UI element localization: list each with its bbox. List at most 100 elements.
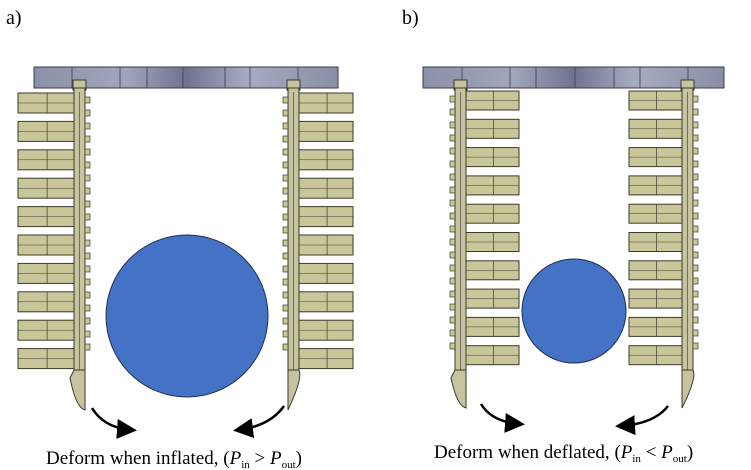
finger-tab xyxy=(449,238,456,246)
panel-b-p-out: P xyxy=(660,442,673,463)
finger-tab xyxy=(282,96,289,104)
finger-tab xyxy=(692,108,699,116)
panel-b-p-in: P xyxy=(620,442,633,463)
panel-b-grasped-object xyxy=(521,258,627,364)
panel-b-caption-close: ) xyxy=(687,442,693,463)
panel-a-p-out: P xyxy=(269,448,282,469)
finger-tab xyxy=(449,251,456,259)
finger-tab xyxy=(282,161,289,169)
finger-tab xyxy=(449,173,456,181)
panel-a-caption: Deform when inflated, (Pin > Pout) xyxy=(46,448,302,470)
finger-tab xyxy=(282,109,289,117)
finger-tab xyxy=(692,95,699,103)
panel-b-right-finger xyxy=(628,79,699,409)
panel-a-caption-close: ) xyxy=(296,448,302,469)
finger-tab xyxy=(282,239,289,247)
finger-tab xyxy=(84,148,91,156)
panel-a-right-finger xyxy=(282,79,354,411)
finger-tab xyxy=(282,304,289,312)
finger-tab xyxy=(84,252,91,260)
finger-tab xyxy=(282,252,289,260)
finger-tab xyxy=(692,238,699,246)
finger-tab xyxy=(84,161,91,169)
finger-tab xyxy=(282,200,289,208)
finger-tip xyxy=(69,369,86,411)
panel-a-sub-out: out xyxy=(282,459,296,470)
finger-tab xyxy=(449,264,456,272)
panel-a-relation-sign: > xyxy=(255,448,266,469)
panel-a-grasped-object xyxy=(105,234,269,398)
finger-tab xyxy=(282,330,289,338)
finger-tab xyxy=(692,199,699,207)
finger-tip xyxy=(681,369,695,409)
finger-tab xyxy=(692,147,699,155)
finger-tab xyxy=(282,291,289,299)
panel-a-right-arrow xyxy=(233,405,286,439)
finger-tab xyxy=(449,95,456,103)
panel-a-left-arrow xyxy=(90,407,137,439)
panel-a-left-finger xyxy=(17,79,91,411)
finger-tab xyxy=(84,317,91,325)
finger-tab xyxy=(449,303,456,311)
finger-tab xyxy=(449,199,456,207)
finger-tab xyxy=(84,174,91,182)
finger-tab xyxy=(692,329,699,337)
panel-a: a) Deform when inflated, (Pin > Pout) xyxy=(6,7,354,470)
finger-tab xyxy=(692,121,699,129)
panel-b-caption: Deform when deflated, (Pin < Pout) xyxy=(434,442,693,465)
finger-tab xyxy=(282,187,289,195)
finger-tab xyxy=(449,186,456,194)
finger-tab xyxy=(282,226,289,234)
finger-tab xyxy=(282,265,289,273)
finger-tab xyxy=(449,134,456,142)
panel-b-caption-open: ( xyxy=(614,442,620,463)
finger-tab xyxy=(692,212,699,220)
finger-tab xyxy=(692,264,699,272)
finger-tab xyxy=(282,317,289,325)
finger-tab xyxy=(282,174,289,182)
finger-tab xyxy=(449,342,456,350)
panel-b: b) Deform when deflated, (Pin < Pout) xyxy=(402,7,725,465)
finger-tab xyxy=(282,278,289,286)
finger-tab xyxy=(84,304,91,312)
finger-tab xyxy=(449,121,456,129)
finger-tab xyxy=(449,329,456,337)
finger-tab xyxy=(84,187,91,195)
panel-b-left-finger xyxy=(449,79,520,409)
finger-tab xyxy=(282,148,289,156)
panel-a-caption-open: ( xyxy=(223,448,229,469)
panel-a-label: a) xyxy=(6,7,22,29)
panel-b-caption-text: Deform when deflated, xyxy=(434,442,614,463)
finger-tab xyxy=(449,225,456,233)
mount-bar-body xyxy=(422,66,725,89)
finger-tab xyxy=(84,135,91,143)
finger-tab xyxy=(449,316,456,324)
finger-tab xyxy=(84,109,91,117)
finger-tab xyxy=(692,160,699,168)
finger-tab xyxy=(282,343,289,351)
finger-tab xyxy=(692,303,699,311)
finger-tab xyxy=(84,265,91,273)
finger-tab xyxy=(692,342,699,350)
finger-tab xyxy=(692,251,699,259)
mount-bar-body xyxy=(33,66,339,89)
panel-b-sub-out: out xyxy=(673,453,687,465)
finger-tab xyxy=(449,212,456,220)
panel-a-sub-in: in xyxy=(241,459,250,470)
finger-tab xyxy=(84,239,91,247)
finger-tip xyxy=(450,369,467,409)
finger-tab xyxy=(282,135,289,143)
panel-b-mount-bar xyxy=(422,66,725,89)
panel-b-right-arrow xyxy=(615,405,669,436)
finger-tab xyxy=(84,291,91,299)
finger-tab xyxy=(692,290,699,298)
finger-tab xyxy=(282,213,289,221)
finger-tab xyxy=(84,96,91,104)
finger-tab xyxy=(282,122,289,130)
finger-tab xyxy=(449,108,456,116)
finger-tab xyxy=(84,122,91,130)
finger-tab xyxy=(692,173,699,181)
finger-tab xyxy=(449,147,456,155)
finger-tab xyxy=(449,160,456,168)
